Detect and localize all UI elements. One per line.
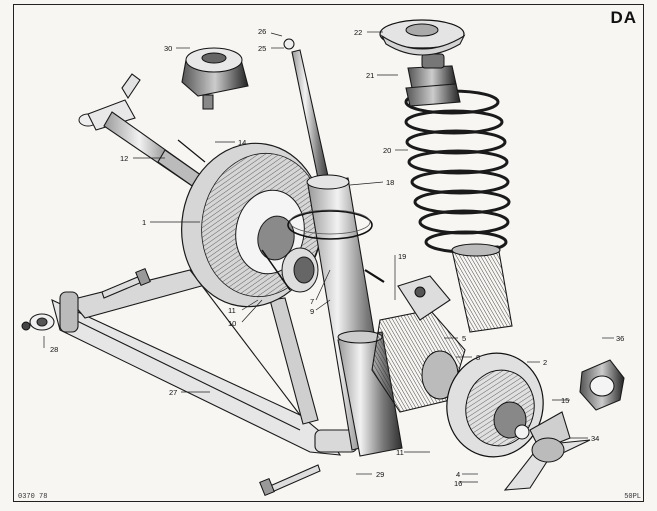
callout-20: 20 — [383, 146, 391, 155]
callout-11-upper: 11 — [228, 306, 236, 315]
brake-disc — [181, 142, 323, 308]
bump-stop — [405, 53, 461, 107]
knock-off-spinner — [503, 411, 591, 491]
callout-10: 10 — [228, 319, 236, 328]
callout-25: 25 — [258, 44, 266, 53]
coil-spring — [404, 89, 511, 254]
callout-29: 29 — [376, 470, 384, 479]
bolt-lower — [259, 464, 321, 497]
callout-34: 34 — [591, 434, 599, 443]
callout-12: 12 — [120, 154, 128, 163]
callout-labels: 1 2 4 5 7 8 9 10 11 11 12 14 15 16 18 19… — [50, 27, 624, 488]
callout-30: 30 — [164, 44, 172, 53]
callout-36: 36 — [616, 334, 624, 343]
drawing-reference-left: 0370 78 — [18, 493, 48, 501]
callout-21: 21 — [366, 71, 374, 80]
lower-wishbone — [21, 269, 358, 456]
callout-4: 4 — [456, 470, 460, 479]
callout-7: 7 — [310, 297, 314, 306]
callout-15: 15 — [561, 396, 569, 405]
callout-22: 22 — [354, 28, 362, 37]
callout-26: 26 — [258, 27, 266, 36]
callout-28: 28 — [50, 345, 58, 354]
leader-lines — [43, 31, 614, 483]
callout-2: 2 — [543, 358, 547, 367]
drawing-reference-right: 50PL — [624, 493, 641, 501]
callout-19: 19 — [398, 252, 406, 261]
steering-knuckle — [371, 275, 466, 413]
spring-cup — [379, 19, 466, 56]
callout-18: 18 — [386, 178, 394, 187]
callout-5: 5 — [462, 334, 466, 343]
callout-9: 9 — [310, 307, 314, 316]
callout-14: 14 — [238, 138, 246, 147]
top-mount — [181, 47, 249, 110]
callout-8: 8 — [476, 353, 480, 362]
wheel-hub-flange — [446, 352, 544, 458]
bolt-upper-left — [101, 267, 151, 299]
section-code: DA — [610, 8, 637, 27]
strut-damper — [283, 38, 403, 457]
tie-rod — [78, 73, 206, 191]
callout-16: 16 — [454, 479, 462, 488]
plate-border — [13, 4, 644, 502]
callout-1: 1 — [142, 218, 146, 227]
callout-27: 27 — [169, 388, 177, 397]
castellated-nut — [579, 359, 625, 411]
callout-11-lower: 11 — [396, 448, 404, 457]
hub-bearing — [261, 247, 385, 293]
damper-body — [451, 243, 513, 333]
